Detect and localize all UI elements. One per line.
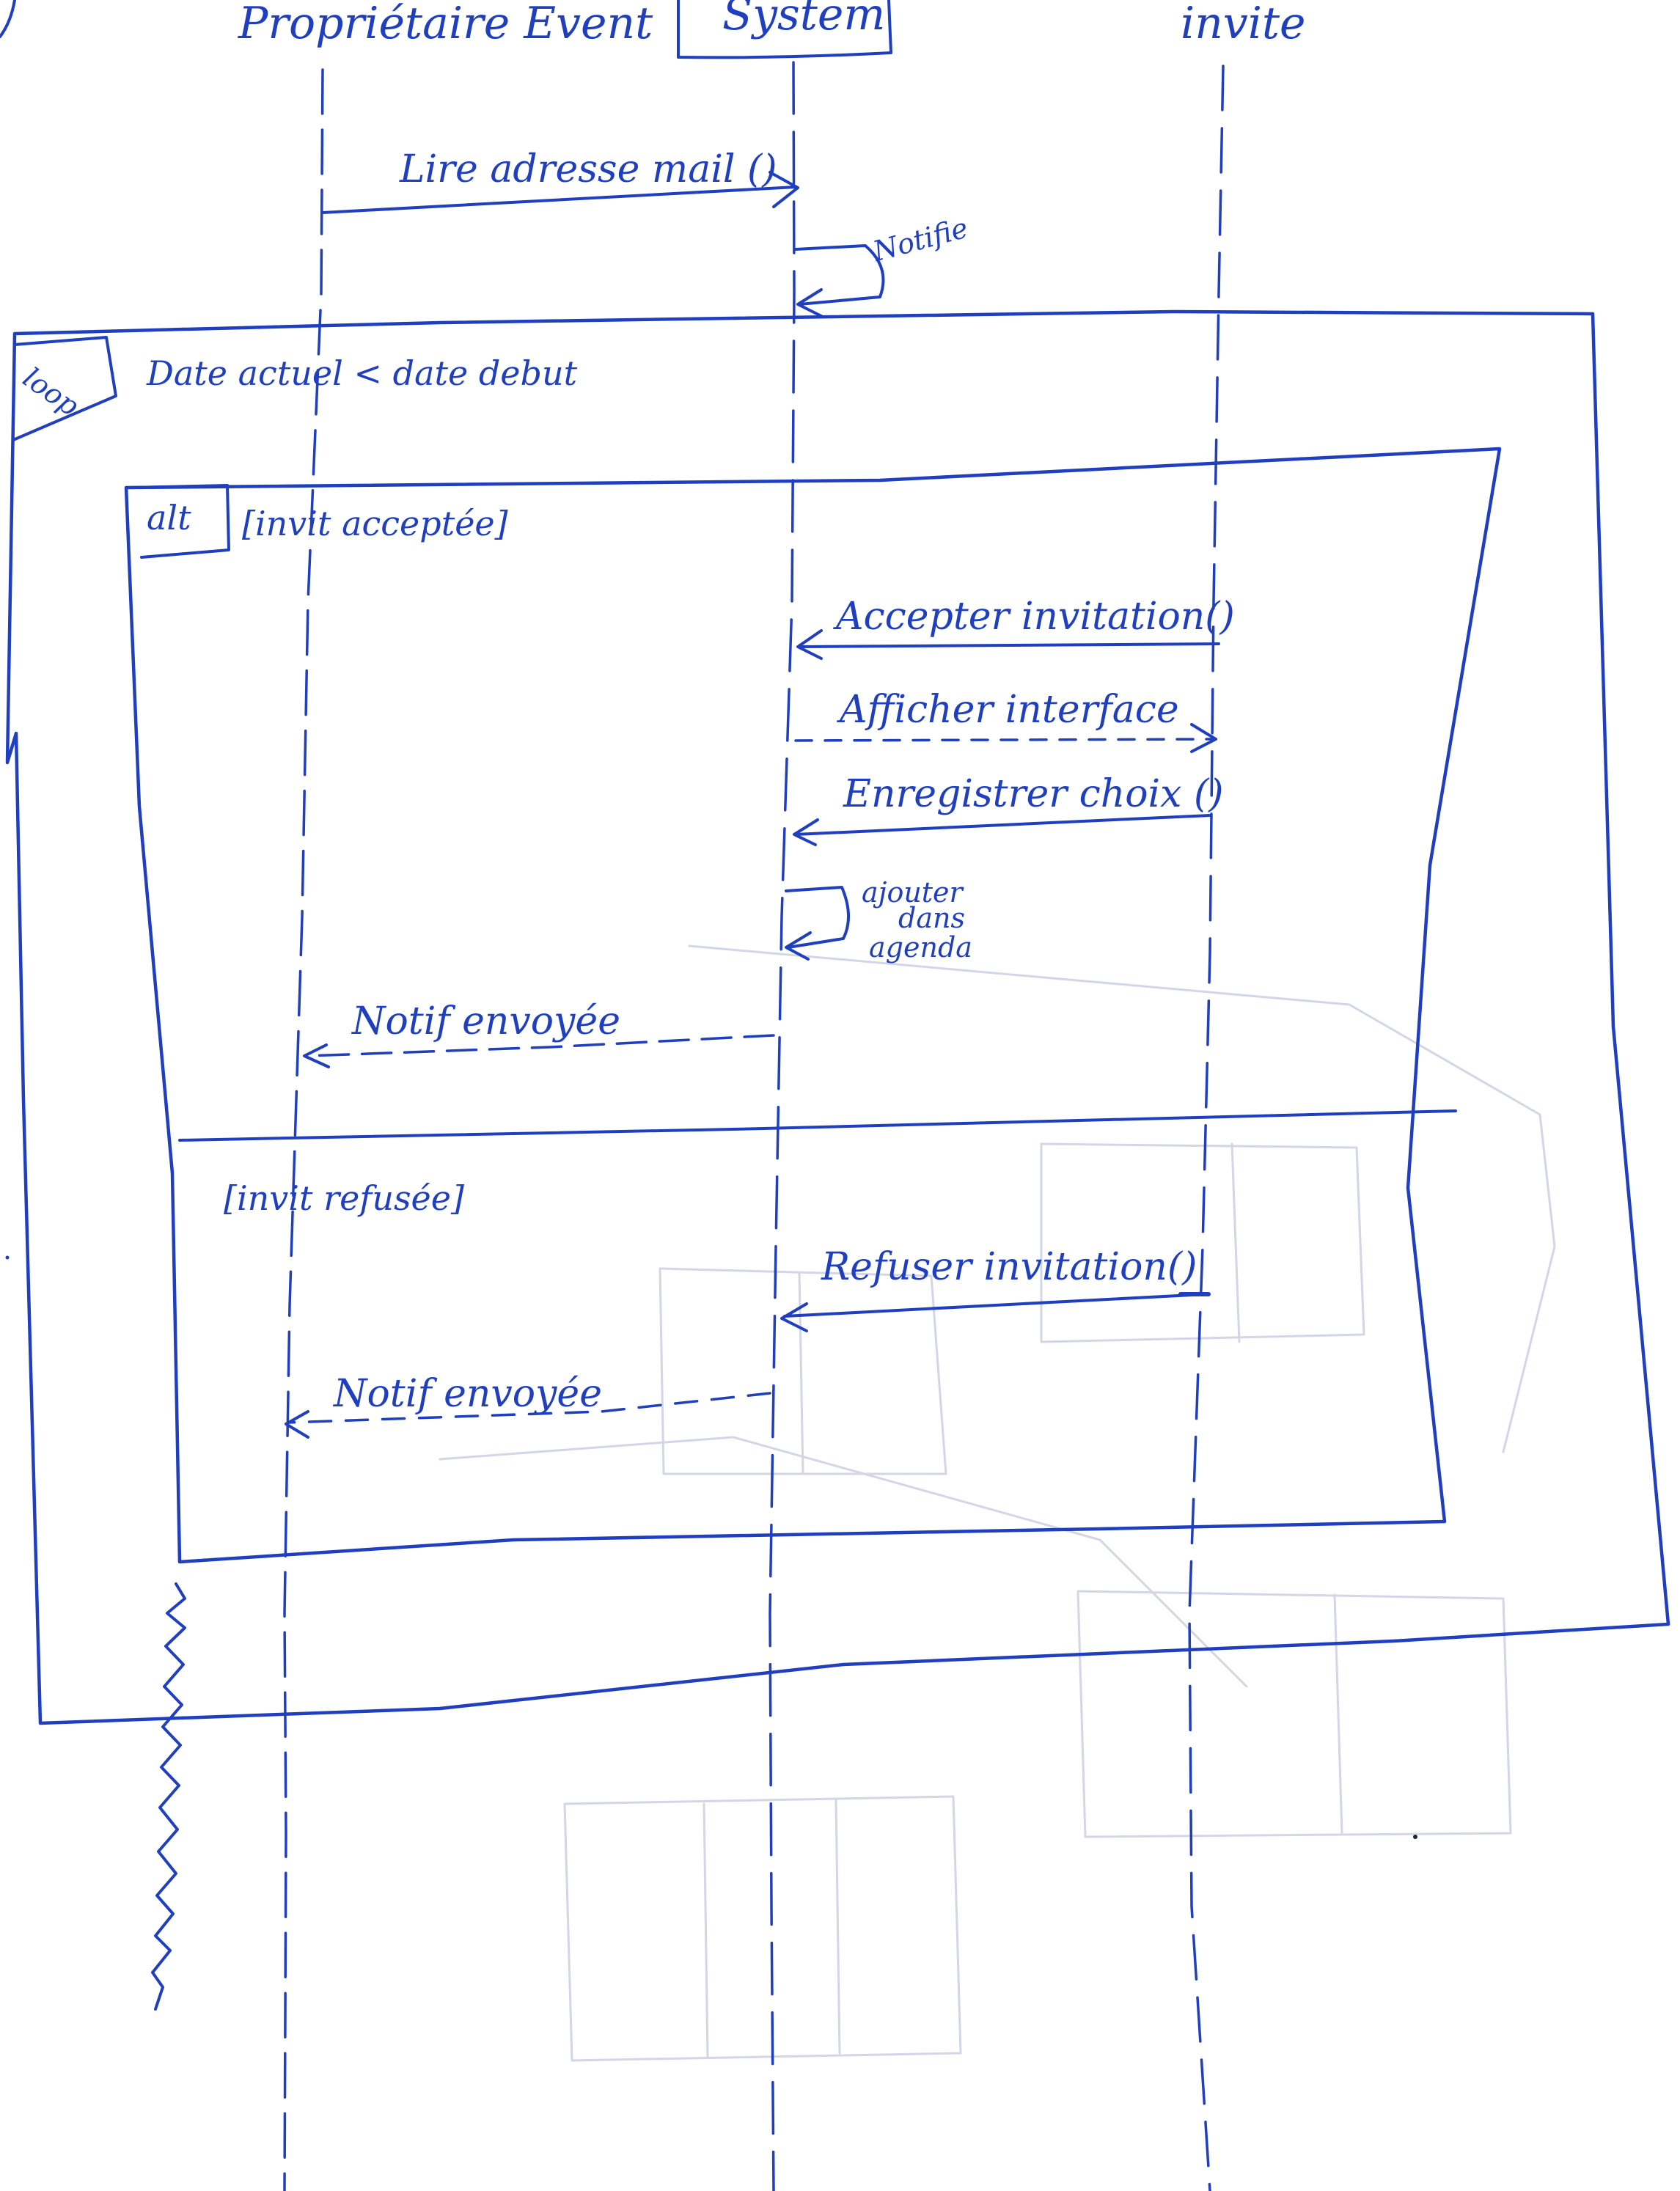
message-add-to-agenda-self: ajouter dans agenda [785,876,972,964]
message-notif-sent-refuse: Notif envoyée [285,1372,771,1439]
lifeline-guest-label: invite [1181,0,1306,49]
alt-frame: alt [invit acceptée] [invit refusée] [124,447,1502,1564]
message-add-to-agenda-line1: ajouter [862,876,965,909]
message-notif-sent-accept: Notif envoyée [303,999,775,1068]
message-add-to-agenda-line2: dans [898,902,965,934]
loop-condition: Date actuel < date debut [146,353,578,393]
stray-pen-marks [0,0,1417,1839]
message-read-email-label: Lire adresse mail () [399,147,777,191]
message-save-choice: Enregistrer choix () [793,772,1224,846]
alt-operand-separator [178,1109,1457,1142]
activation-scribble [151,1582,186,2011]
alt-guard-refused: [invit refusée] [224,1178,464,1218]
lifeline-guest: invite [1181,0,1306,2191]
system-head-box [677,0,892,59]
message-accept-invitation-label: Accepter invitation() [833,595,1235,639]
message-accept-invitation: Accepter invitation() [796,595,1235,660]
message-refuse-invitation-label: Refuser invitation() [821,1245,1197,1289]
lifeline-system-label: System [722,0,885,40]
message-read-email: Lire adresse mail () [321,147,799,214]
lifeline-system: System [677,0,892,2191]
loop-tag-box [12,336,117,441]
bleed-through-sketch [439,944,1556,2062]
lifeline-owner: Propriétaire Event [238,0,653,2191]
message-show-interface: Afficher interface [794,688,1217,753]
alt-tag: alt [147,498,191,537]
message-save-choice-label: Enregistrer choix () [843,772,1224,816]
message-refuse-invitation: Refuser invitation() [780,1245,1211,1332]
message-notify-label: Notifie [869,211,971,268]
message-notif-sent-accept-label: Notif envoyée [351,999,620,1043]
loop-frame: loop Date actuel < date debut [5,309,1670,1725]
lifeline-owner-label: Propriétaire Event [238,0,653,49]
message-show-interface-label: Afficher interface [837,688,1179,732]
alt-guard-accepted: [invit acceptée] [242,504,508,543]
message-notify-self: Notifie [794,211,971,318]
message-add-to-agenda-line3: agenda [869,931,972,964]
alt-tag-box [129,484,230,559]
message-notif-sent-refuse-label: Notif envoyée [332,1372,602,1416]
